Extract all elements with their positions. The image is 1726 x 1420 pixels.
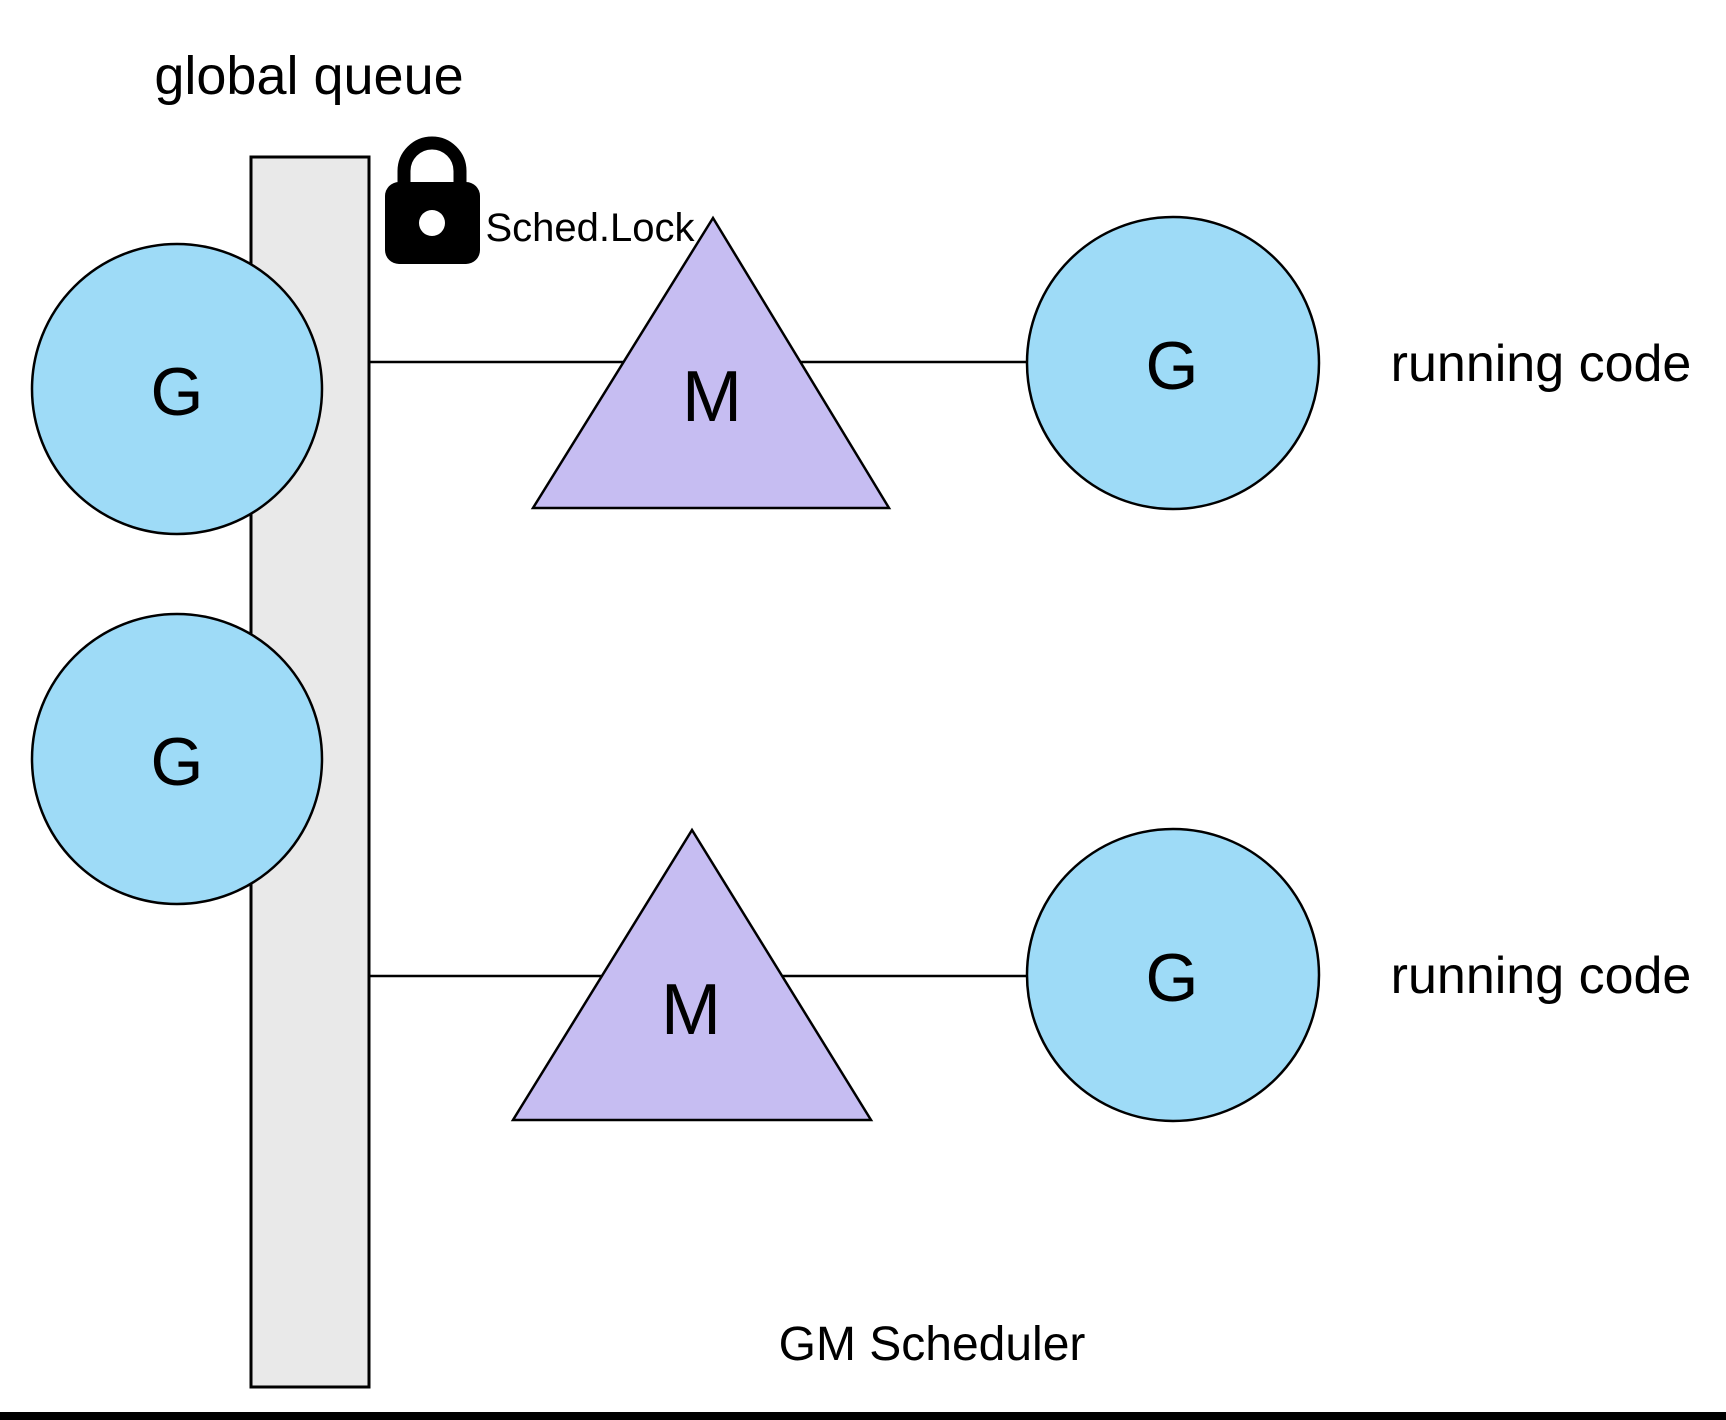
machine-triangle-top <box>530 215 892 510</box>
machine-label-top: M <box>682 357 742 437</box>
running-code-label-top: running code <box>1390 335 1692 393</box>
bottom-border-bar <box>0 1412 1726 1420</box>
queued-goroutine-circle-2 <box>30 612 324 906</box>
lock-keyhole <box>419 210 445 236</box>
running-goroutine-circle-top <box>1025 215 1321 511</box>
queued-goroutine-label-2: G <box>150 724 204 800</box>
running-goroutine-circle-bottom <box>1025 827 1321 1123</box>
running-goroutine-label-top: G <box>1145 328 1199 404</box>
running-code-label-bottom: running code <box>1390 947 1692 1005</box>
gm-scheduler-caption: GM Scheduler <box>778 1318 1086 1371</box>
machine-label-bottom: M <box>661 970 721 1050</box>
running-goroutine-label-bottom: G <box>1145 940 1199 1016</box>
machine-triangle-bottom <box>510 827 874 1122</box>
lock-shackle <box>397 136 467 192</box>
queued-goroutine-label-1: G <box>150 354 204 430</box>
queued-goroutine-circle-1 <box>30 242 324 536</box>
lock-icon <box>385 136 480 264</box>
global-queue-label: global queue <box>154 46 464 106</box>
sched-lock-label: Sched.Lock <box>485 206 695 250</box>
